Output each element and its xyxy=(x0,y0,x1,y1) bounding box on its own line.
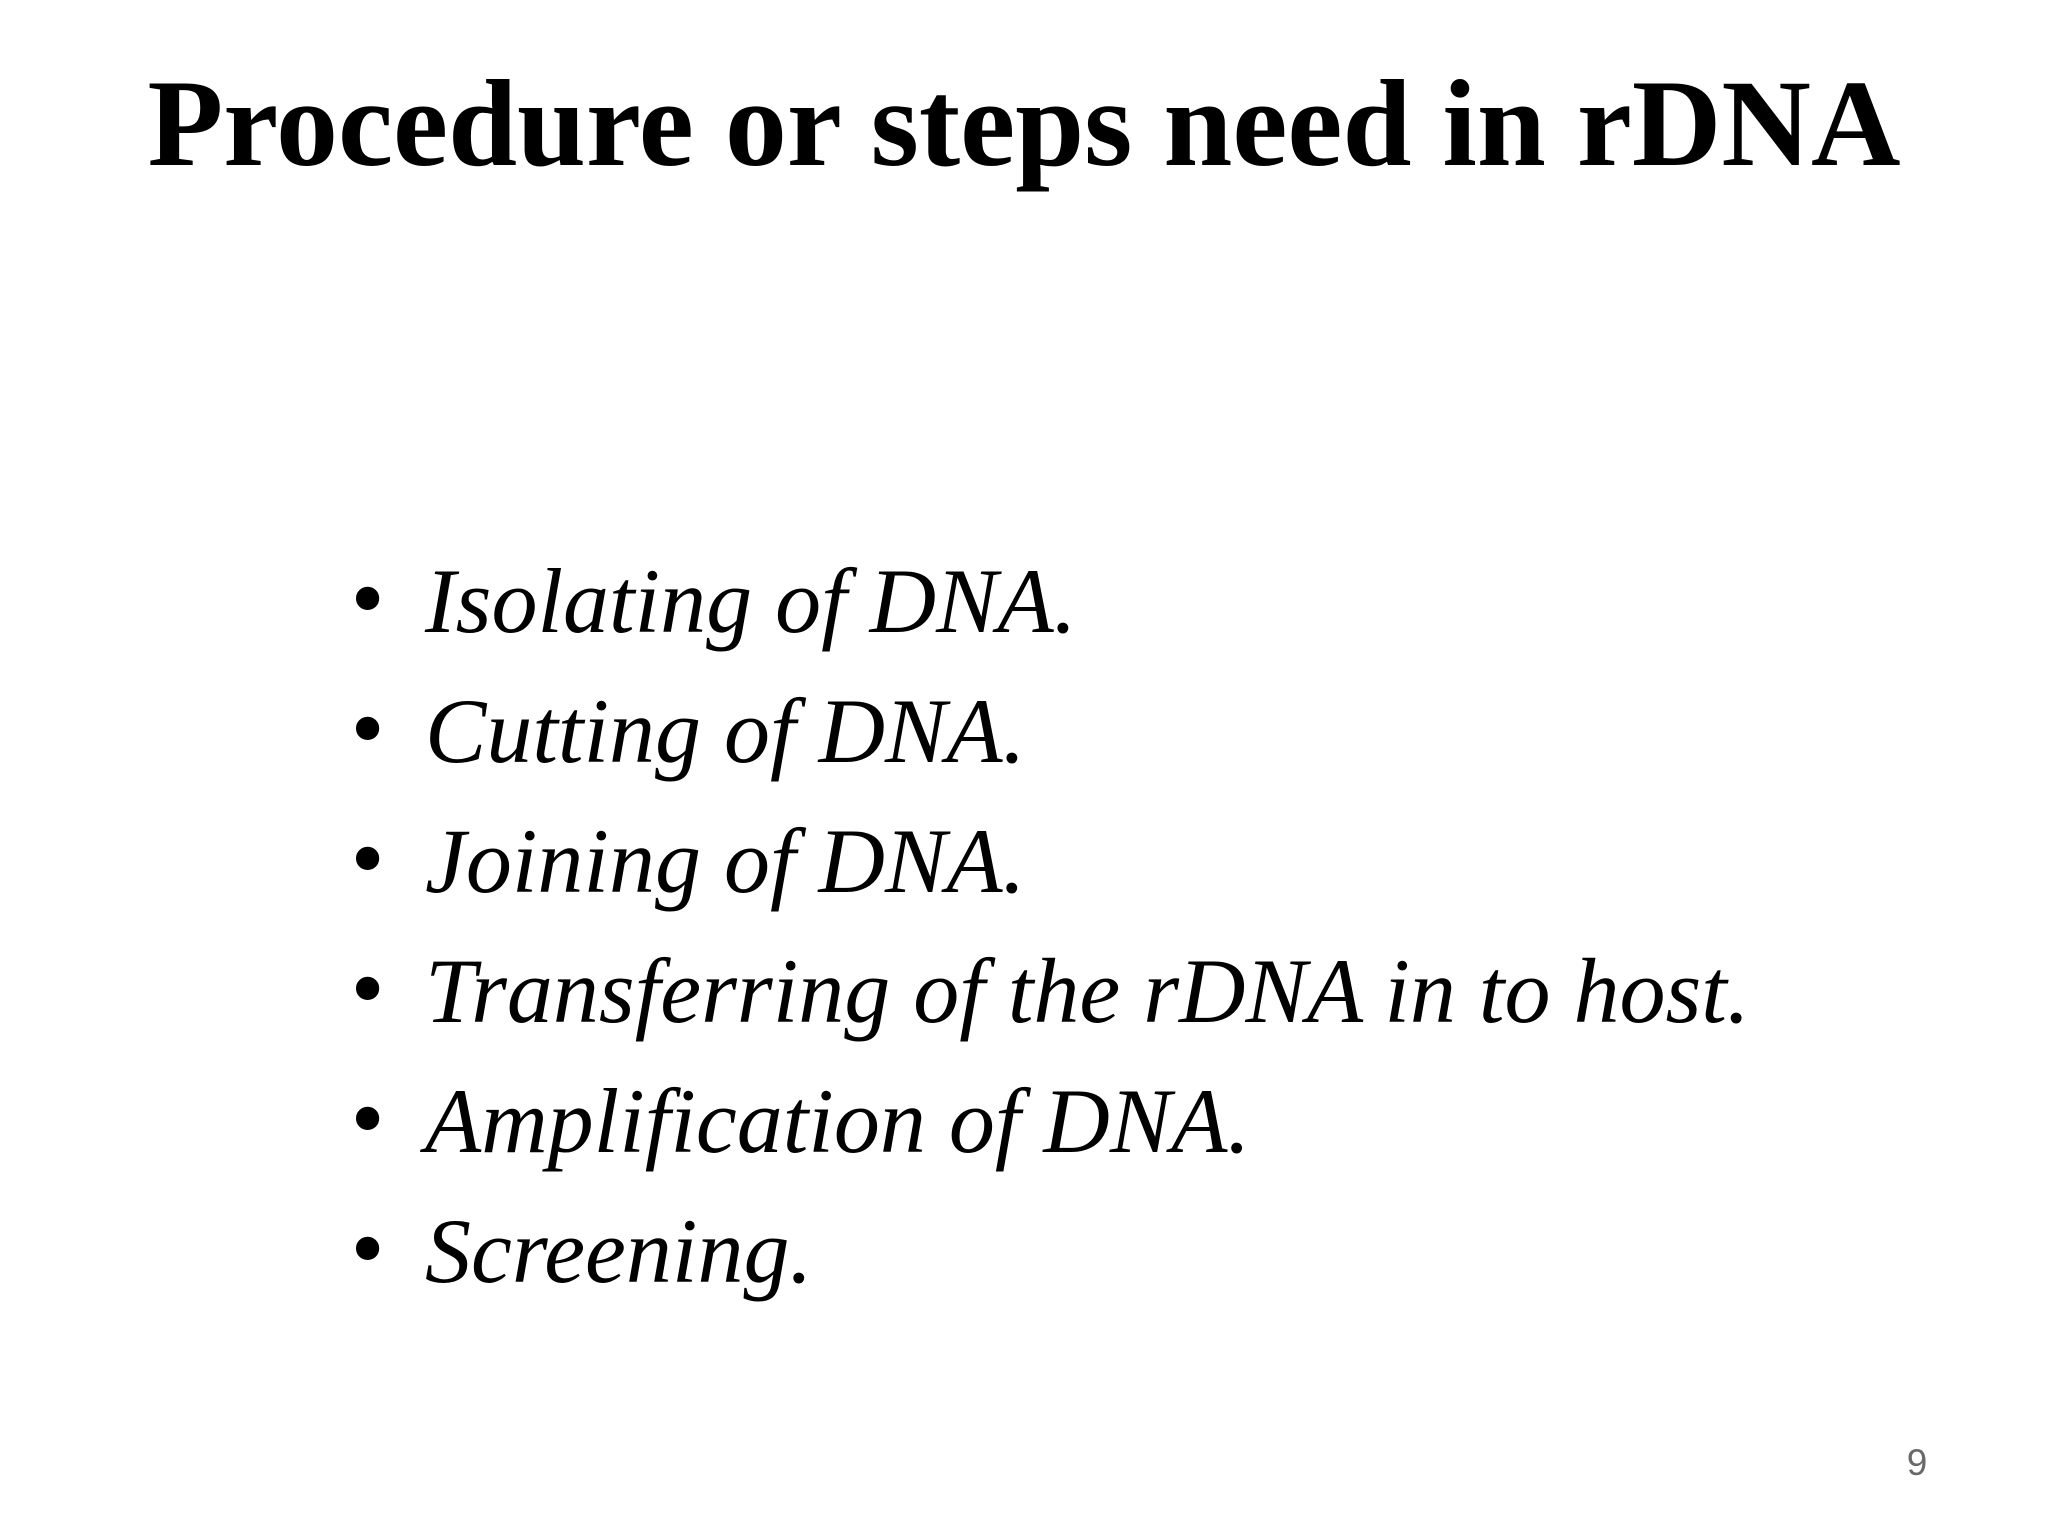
list-item-text: Screening. xyxy=(425,1200,813,1302)
list-item: • Isolating of DNA. xyxy=(330,536,1750,666)
list-item: • Transferring of the rDNA in to host. xyxy=(330,926,1750,1056)
list-item-text: Amplification of DNA. xyxy=(425,1070,1251,1172)
list-item: • Cutting of DNA. xyxy=(330,666,1750,796)
slide-title: Procedure or steps need in rDNA xyxy=(147,55,1901,192)
list-item-text: Isolating of DNA. xyxy=(425,550,1077,652)
list-item-text: Cutting of DNA. xyxy=(425,680,1026,782)
bullet-icon: • xyxy=(344,1204,392,1297)
bullet-icon: • xyxy=(344,814,392,907)
list-item: • Amplification of DNA. xyxy=(330,1056,1750,1186)
list-item-text: Joining of DNA. xyxy=(425,810,1026,912)
bullet-icon: • xyxy=(344,1074,392,1167)
bullet-list: • Isolating of DNA. • Cutting of DNA. • … xyxy=(330,536,1750,1316)
bullet-icon: • xyxy=(344,554,392,647)
list-item: • Joining of DNA. xyxy=(330,796,1750,926)
list-item: • Screening. xyxy=(330,1186,1750,1316)
bullet-icon: • xyxy=(344,944,392,1037)
bullet-icon: • xyxy=(344,684,392,777)
page-number: 9 xyxy=(1906,1442,1928,1483)
list-item-text: Transferring of the rDNA in to host. xyxy=(425,940,1750,1042)
